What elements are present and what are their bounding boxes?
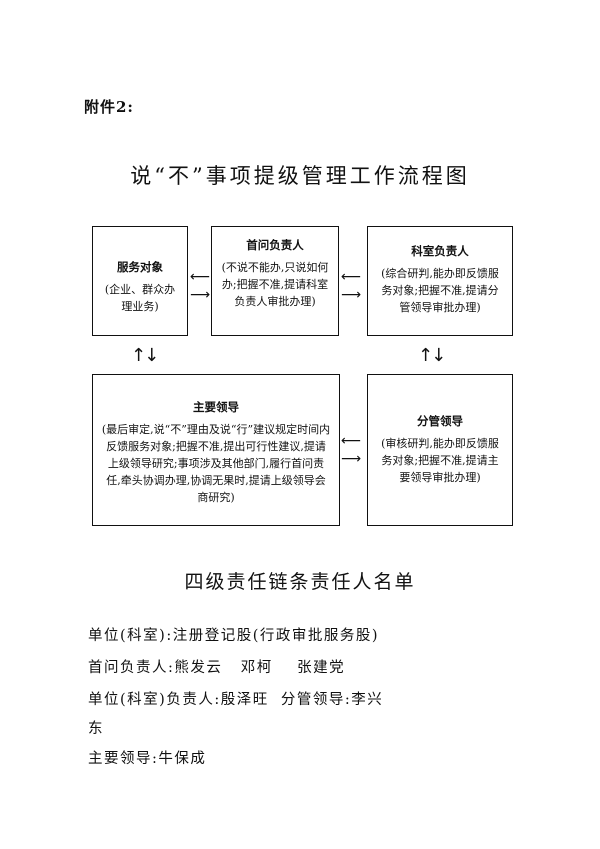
- list-line-section-head: 单位(科室)负责人:殷泽旺 分管领导:李兴: [88, 692, 384, 708]
- arrow-right-2: ⟶: [341, 287, 362, 303]
- arrow-left-2: ⟵: [341, 269, 362, 285]
- box-section-head-title: 科室负责人: [411, 244, 469, 258]
- arrow-left-3: ⟵: [341, 433, 362, 449]
- list-title: 四级责任链条责任人名单: [184, 571, 416, 593]
- box-main-leader: 主要领导 (最后审定,说“不”理由及说“行”建议规定时间内反馈服务对象;把握不准…: [92, 374, 340, 526]
- box-section-head-desc: (综合研判,能办即反馈服务对象;把握不准,提请分管领导审批办理): [381, 267, 499, 314]
- box-section-head: 科室负责人 (综合研判,能办即反馈服务对象;把握不准,提请分管领导审批办理): [367, 226, 513, 336]
- box-first-responsible-title: 首问负责人: [246, 238, 304, 252]
- list-line-main-leader: 主要领导:牛保成: [88, 751, 207, 767]
- arrow-vertical-right: ↑↓: [418, 345, 446, 366]
- box-service-object: 服务对象 (企业、群众办理业务): [92, 226, 188, 336]
- arrow-left-1: ⟵: [190, 269, 211, 285]
- list-line-first-responsible: 首问负责人:熊发云 邓柯 张建党: [88, 660, 346, 676]
- box-branch-leader-desc: (审核研判,能办即反馈服务对象;把握不准,提请主要领导审批办理): [381, 437, 499, 484]
- box-main-leader-desc: (最后审定,说“不”理由及说“行”建议规定时间内反馈服务对象;把握不准,提出可行…: [101, 423, 331, 504]
- flowchart-title: 说“不”事项提级管理工作流程图: [130, 164, 470, 188]
- box-service-object-desc: (企业、群众办理业务): [104, 283, 176, 313]
- arrow-right-1: ⟶: [190, 287, 211, 303]
- box-first-responsible: 首问负责人 (不说不能办,只说如何办;把握不准,提请科室负责人审批办理): [211, 226, 339, 336]
- box-service-object-title: 服务对象: [117, 260, 163, 274]
- box-branch-leader-title: 分管领导: [417, 414, 463, 428]
- attachment-label: 附件2:: [84, 98, 134, 116]
- box-first-responsible-desc: (不说不能办,只说如何办;把握不准,提请科室负责人审批办理): [221, 261, 329, 308]
- list-line-continuation: 东: [88, 721, 104, 737]
- list-line-unit: 单位(科室):注册登记股(行政审批服务股): [88, 628, 380, 644]
- arrow-vertical-left: ↑↓: [131, 345, 159, 366]
- box-branch-leader: 分管领导 (审核研判,能办即反馈服务对象;把握不准,提请主要领导审批办理): [367, 374, 513, 526]
- box-main-leader-title: 主要领导: [193, 400, 239, 414]
- arrow-right-3: ⟶: [341, 451, 362, 467]
